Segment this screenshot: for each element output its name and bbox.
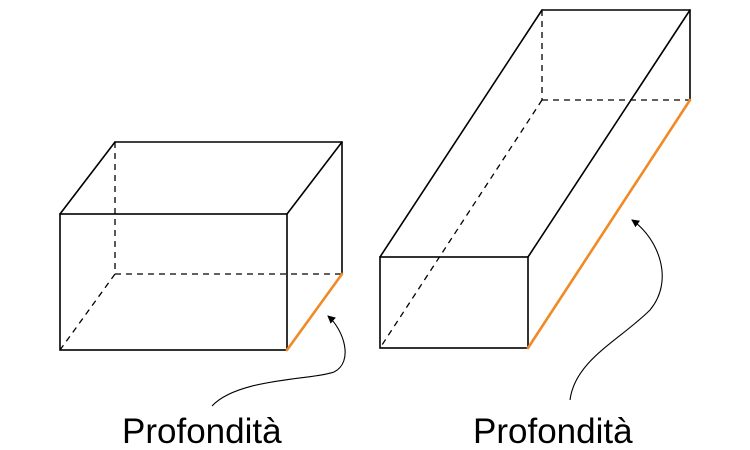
right-box-hidden-edge-diagonal — [379, 99, 543, 349]
right-box-top-edge-right — [527, 9, 691, 258]
left-depth-pointer-arrow — [211, 315, 346, 407]
left-box-top-edge-right — [286, 141, 343, 215]
right-depth-label: Profondità — [473, 412, 633, 450]
left-depth-label: Profondità — [122, 412, 282, 450]
right-box-top-edge-left — [379, 9, 543, 258]
left-box-top-edge-left — [59, 141, 116, 215]
right-depth-pointer-arrow — [569, 219, 663, 401]
right-box-front-face — [379, 256, 529, 349]
right-box — [379, 9, 692, 401]
left-box-depth-edge — [285, 272, 344, 352]
left-box — [59, 141, 346, 407]
left-box-hidden-edge-diagonal — [59, 273, 116, 351]
right-box-depth-edge — [526, 98, 692, 350]
left-box-front-face — [59, 213, 288, 351]
